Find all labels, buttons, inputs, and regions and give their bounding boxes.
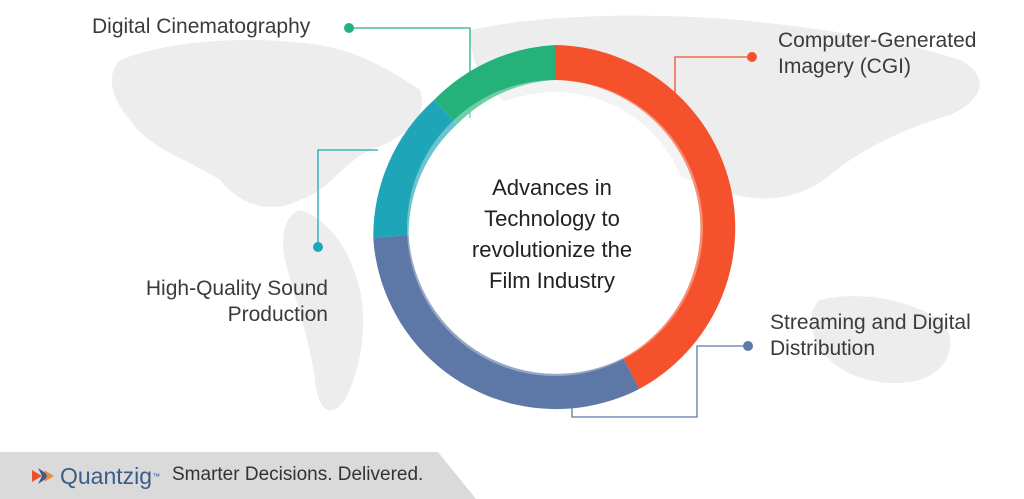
segment-cgi — [555, 45, 736, 389]
center-line-3: revolutionize the — [471, 237, 633, 262]
brand-trademark: ™ — [152, 471, 161, 481]
leader-line-stream — [571, 345, 748, 418]
dot-sound — [313, 242, 323, 252]
segment-sound — [373, 99, 458, 239]
label-digital-cinematography: Digital Cinematography — [92, 14, 310, 40]
segment-stream — [373, 234, 640, 410]
leader-line-cgi — [674, 56, 752, 100]
brand-logo: Quantzig ™ — [30, 462, 160, 490]
segment-cinema — [434, 45, 555, 125]
label-stream-line-1: Streaming and Digital — [770, 311, 971, 334]
donut-ring — [373, 45, 736, 410]
brand-name: Quantzig — [60, 462, 153, 489]
dot-stream — [743, 341, 753, 351]
label-cgi: Computer-Generated Imagery (CGI) — [778, 28, 976, 80]
center-line-1: Advances in — [492, 175, 612, 200]
label-cgi-line-1: Computer-Generated — [778, 29, 977, 52]
inner-glow-ring — [407, 80, 703, 376]
dot-cinema — [344, 23, 354, 33]
label-stream-line-2: Distribution — [770, 337, 876, 360]
label-sound-line-2: Production — [227, 303, 328, 326]
leader-line-sound — [317, 149, 378, 247]
label-cgi-line-2: Imagery (CGI) — [778, 55, 912, 78]
center-line-2: Technology to — [484, 206, 620, 231]
footer-bar — [0, 452, 476, 499]
label-sound-line-1: High-Quality Sound — [145, 277, 328, 300]
quantzig-logo-icon — [32, 468, 54, 484]
tagline: Smarter Decisions. Delivered. — [172, 464, 424, 485]
label-sound-production: High-Quality Sound Production — [110, 276, 328, 328]
label-streaming-distribution: Streaming and Digital Distribution — [770, 310, 971, 362]
center-title: Advances in Technology to revolutionize … — [440, 172, 664, 296]
label-cinema-text: Digital Cinematography — [92, 15, 311, 38]
center-circle — [419, 92, 691, 364]
dot-cgi — [747, 52, 757, 62]
center-line-4: Film Industry — [489, 268, 615, 293]
leader-lines — [317, 27, 752, 418]
